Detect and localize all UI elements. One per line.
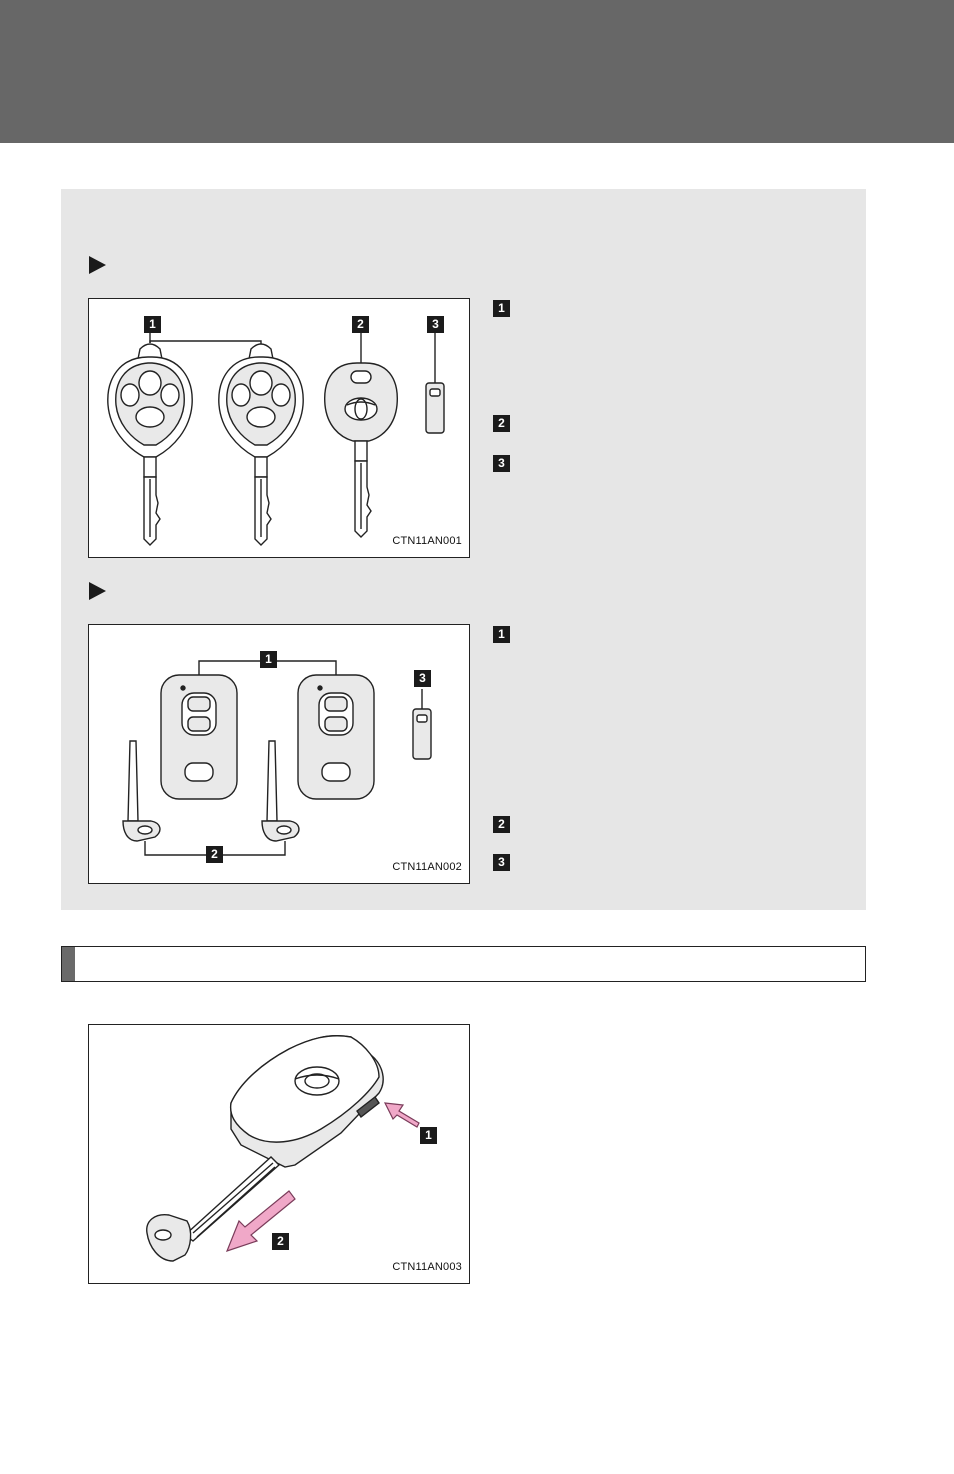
press-arrow-icon: [383, 1102, 420, 1128]
remote-key-2: [218, 343, 304, 546]
callout-label-2: 2: [493, 415, 510, 432]
smart-keys-illustration: [122, 660, 432, 856]
figure-code: CTN11AN001: [392, 535, 462, 547]
figure-label-2: 2: [206, 846, 223, 863]
figure-label-3: 3: [414, 670, 431, 687]
figure-code: CTN11AN002: [392, 861, 462, 873]
mechanical-key: [324, 333, 398, 538]
figure-key-removal: 1 2 CTN11AN003: [88, 1024, 470, 1284]
figure-smart-keys: 1 2 3 CTN11AN002: [88, 624, 470, 884]
key-removal-illustration: [146, 1035, 420, 1262]
mechanical-blade-1: [122, 740, 161, 842]
smart-key-2: [297, 674, 375, 800]
section-heading-bar: [61, 946, 866, 982]
callout-label-3: 3: [493, 455, 510, 472]
figure-conventional-keys: 1 2 3 CTN11AN001: [88, 298, 470, 558]
mechanical-blade-2: [261, 740, 300, 842]
figure-label-1: 1: [260, 651, 277, 668]
section-heading-accent: [62, 947, 75, 981]
figure-code: CTN11AN003: [392, 1261, 462, 1273]
section-arrow-icon: [89, 256, 106, 274]
callout-label-1: 1: [493, 626, 510, 643]
figure-label-3: 3: [427, 316, 444, 333]
header-band: [0, 0, 954, 143]
callout-label-2: 2: [493, 816, 510, 833]
figure-label-1: 1: [144, 316, 161, 333]
callout-label-3: 3: [493, 854, 510, 871]
callout-label-1: 1: [493, 300, 510, 317]
section-arrow-icon: [89, 582, 106, 600]
key-number-plate: [412, 689, 432, 760]
key-number-plate: [425, 333, 445, 434]
conventional-keys-illustration: [107, 333, 445, 546]
pull-arrow-icon: [225, 1190, 296, 1252]
smart-key-1: [160, 674, 238, 800]
figure-label-1: 1: [420, 1127, 437, 1144]
remote-key-1: [107, 343, 193, 546]
figure-label-2: 2: [352, 316, 369, 333]
figure-label-2: 2: [272, 1233, 289, 1250]
